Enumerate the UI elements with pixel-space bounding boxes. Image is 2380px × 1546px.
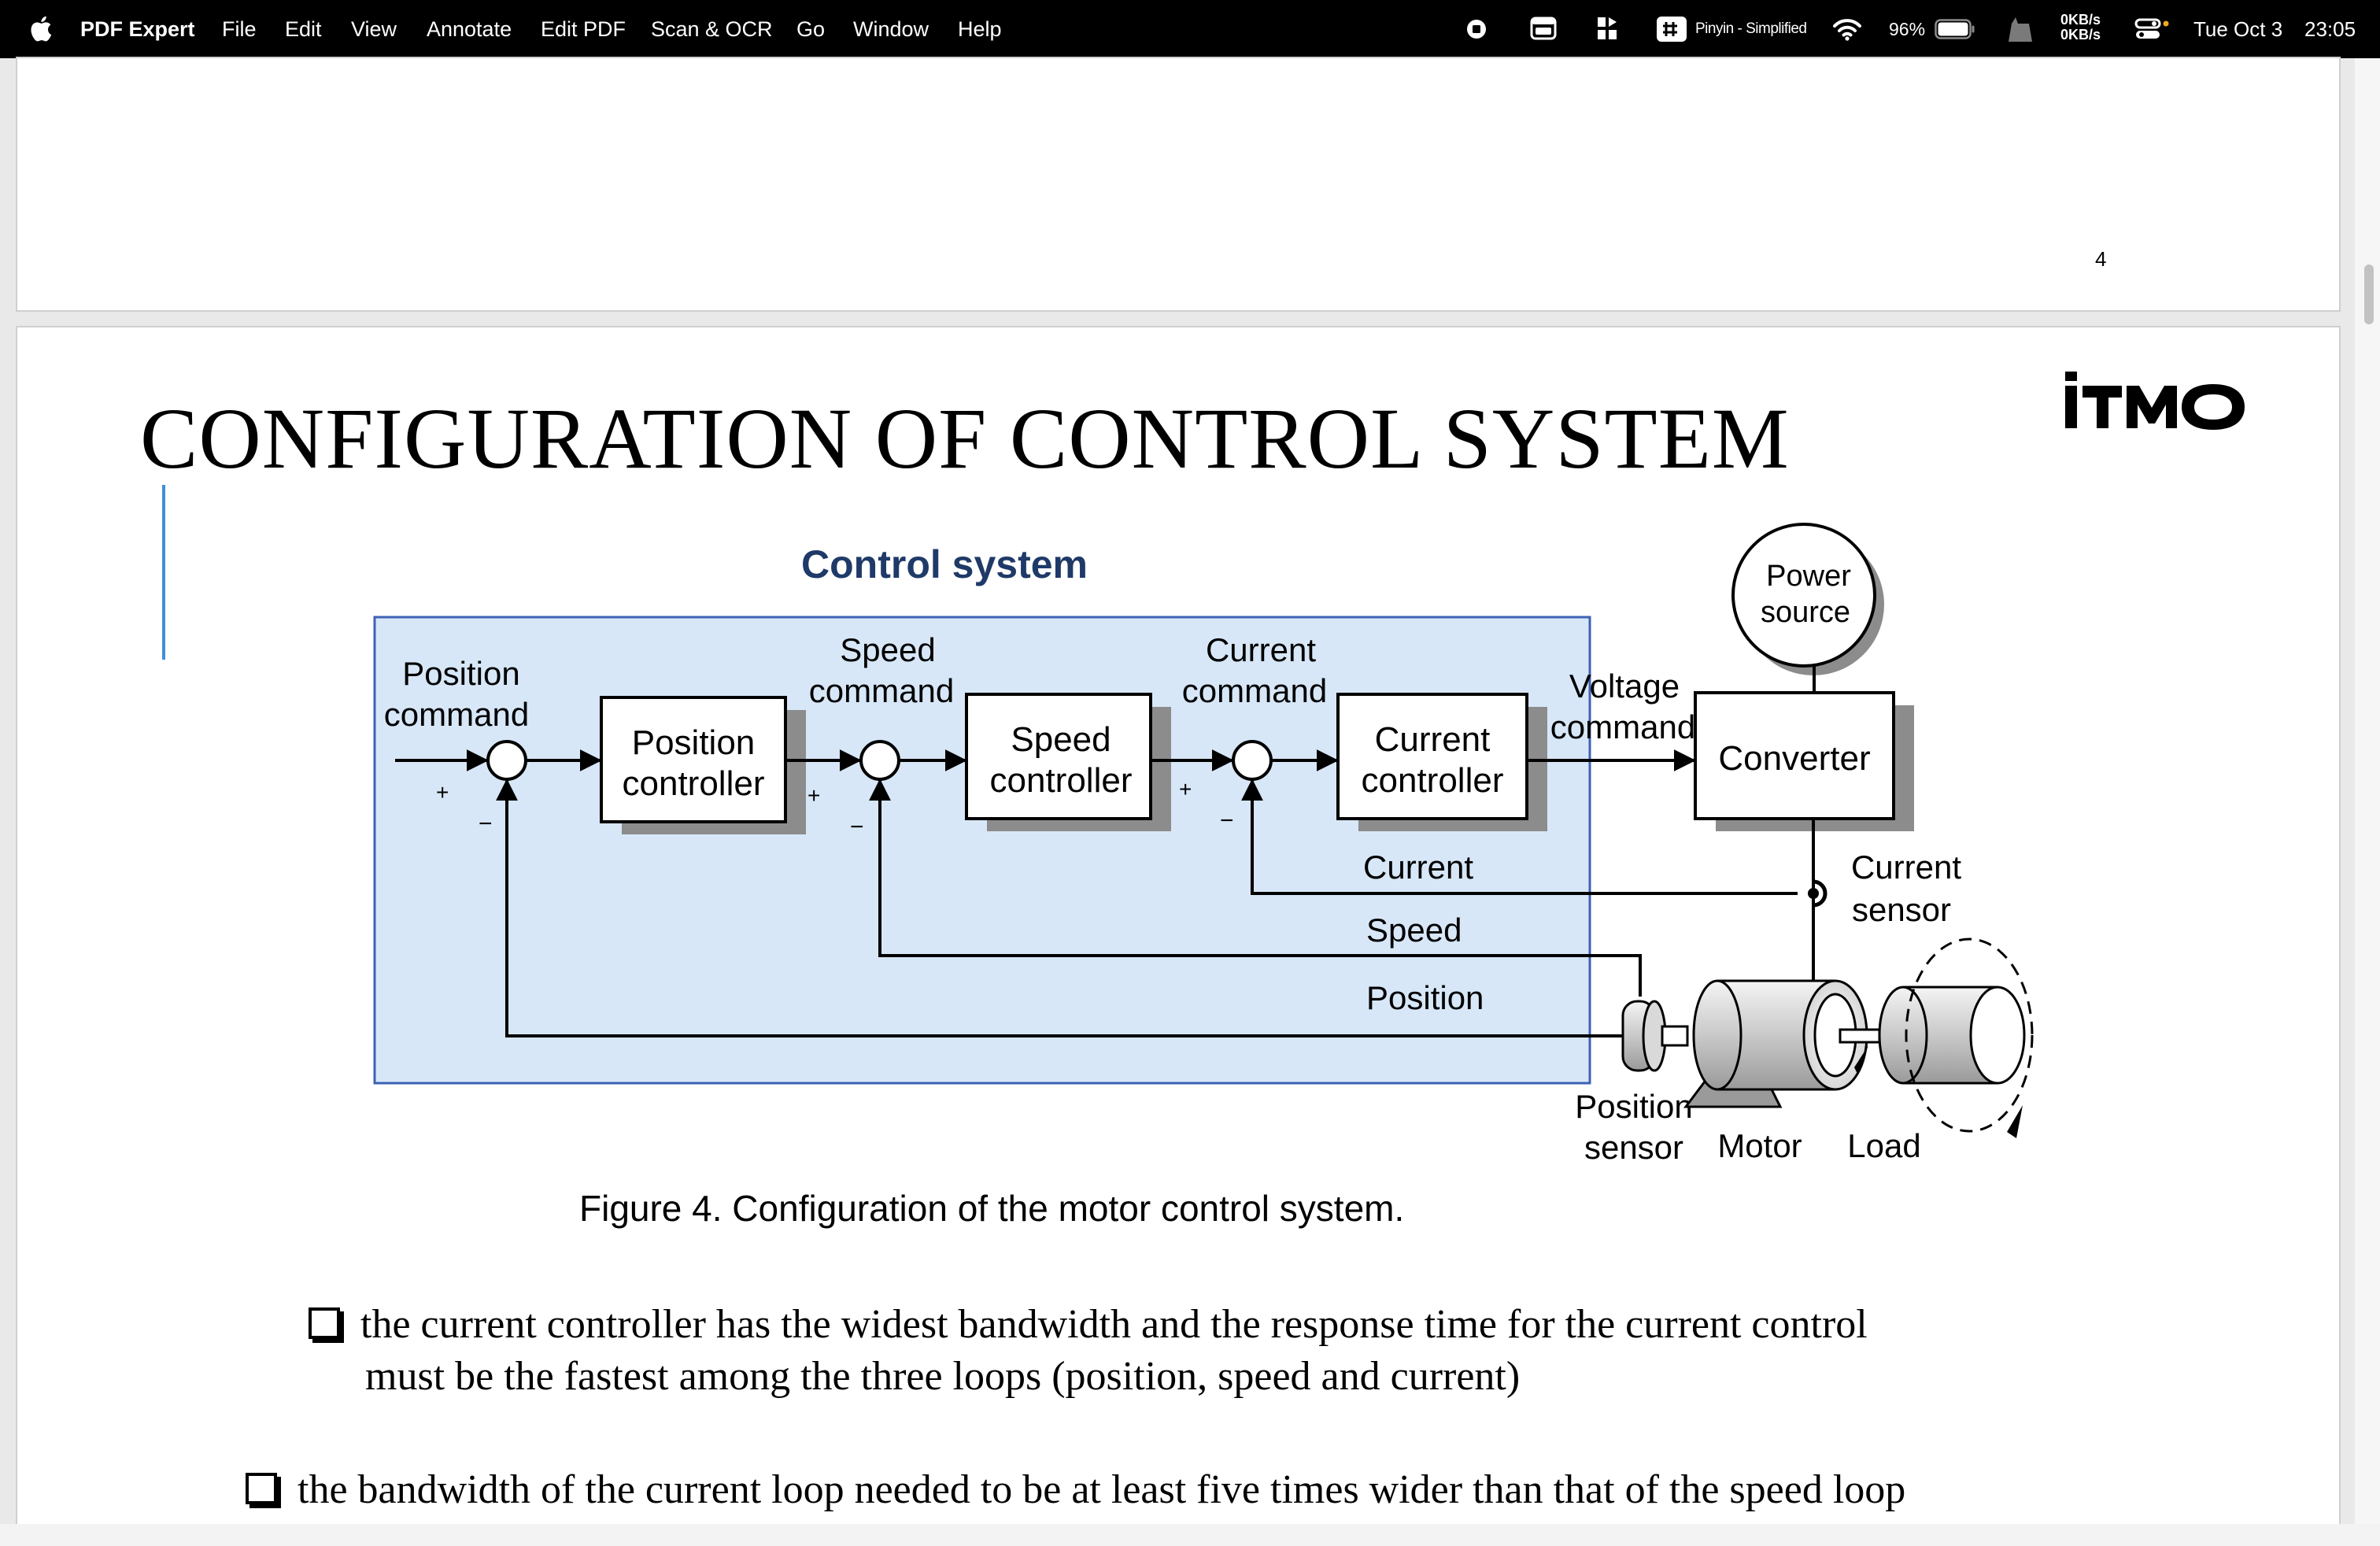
speed-feedback-label: Speed (1366, 912, 1462, 949)
current-controller-label-1: Current (1375, 720, 1491, 759)
position-summing-junction (486, 740, 527, 781)
current-sensor-label-1: Current (1851, 849, 1961, 886)
menu-help[interactable]: Help (958, 17, 1002, 41)
itmo-logo-mark (2065, 372, 2245, 430)
wifi-icon[interactable] (1832, 17, 1862, 41)
position-controller-label-1: Position (632, 723, 756, 762)
menu-annotate[interactable]: Annotate (427, 17, 512, 41)
menu-scan-ocr[interactable]: Scan & OCR (651, 17, 773, 41)
menu-edit[interactable]: Edit (285, 17, 322, 41)
bottom-edge (0, 1524, 2380, 1546)
menu-window[interactable]: Window (853, 17, 929, 41)
bullet-box-icon (246, 1473, 277, 1505)
position-command-label-2: command (384, 696, 529, 733)
bullet-item-2: the bandwidth of the current loop needed… (246, 1464, 1905, 1516)
plus-sign: + (808, 783, 820, 808)
current-controller-block (1336, 693, 1528, 820)
bullet-1-line-2: must be the fastest among the three loop… (365, 1354, 1521, 1399)
minus-sign: − (1220, 808, 1234, 834)
input-method-icon[interactable] (1656, 16, 1687, 43)
menu-file[interactable]: File (222, 17, 257, 41)
app-name-menu[interactable]: PDF Expert (80, 17, 195, 41)
position-sensor (1621, 1000, 1689, 1072)
power-source-label-2: source (1761, 596, 1850, 629)
load-label: Load (1847, 1127, 1920, 1164)
minus-sign: − (850, 814, 864, 840)
current-command-label-2: command (1182, 672, 1327, 709)
previous-page: 4 (17, 58, 2339, 310)
position-command-label-1: Position (402, 655, 519, 692)
position-feedback-label: Position (1366, 979, 1484, 1016)
clock-time[interactable]: 23:05 (2304, 17, 2356, 41)
speed-command-label-2: command (809, 672, 954, 709)
speed-summing-junction (859, 740, 900, 781)
motor (1683, 979, 1881, 1108)
converter-label: Converter (1718, 739, 1870, 778)
load (1878, 938, 2034, 1138)
control-system-diagram: Control system Power source Position con… (373, 523, 2034, 1166)
input-method-label[interactable]: Pinyin - Simplified (1695, 20, 1807, 37)
plus-sign: + (1179, 777, 1192, 801)
speed-command-label-1: Speed (840, 631, 935, 668)
battery-icon[interactable] (1935, 19, 1975, 39)
menu-go[interactable]: Go (796, 17, 826, 41)
position-sensor-label-2: sensor (1584, 1129, 1683, 1166)
window-icon[interactable] (1530, 17, 1557, 40)
page-number: 4 (2095, 247, 2107, 271)
motor-label: Motor (1717, 1127, 1802, 1164)
position-sensor-label-1: Position (1575, 1088, 1692, 1125)
slide-title: CONFIGURATION OF CONTROL SYSTEM (140, 390, 1790, 486)
battery-percent: 96% (1889, 19, 1926, 39)
current-controller-label-2: controller (1362, 761, 1504, 800)
power-source-label-1: Power (1766, 560, 1851, 593)
control-system-label: Control system (801, 542, 1088, 586)
speed-controller-block (965, 693, 1152, 820)
clock-date[interactable]: Tue Oct 3 (2193, 17, 2283, 41)
net-up-speed: 0KB/s (2060, 12, 2101, 28)
bullet-item-1: the current controller has the widest ba… (309, 1299, 1868, 1403)
bullet-2-text: the bandwidth of the current loop needed… (298, 1467, 1906, 1512)
screen-record-icon[interactable] (1465, 18, 1488, 40)
apple-icon[interactable] (30, 16, 52, 42)
current-summing-junction (1232, 740, 1273, 781)
bullet-1-line-1: the current controller has the widest ba… (360, 1302, 1868, 1347)
plus-sign: + (436, 780, 449, 804)
minus-sign: − (479, 811, 493, 837)
speed-controller-label-1: Speed (1011, 720, 1111, 759)
net-down-speed: 0KB/s (2060, 27, 2101, 43)
current-sensor-label-2: sensor (1852, 891, 1951, 928)
current-page: CONFIGURATION OF CONTROL SYSTEM Control … (17, 327, 2339, 1524)
current-command-label-1: Current (1206, 631, 1316, 668)
accent-line (162, 485, 165, 660)
voltage-command-label-2: command (1550, 708, 1695, 745)
position-controller-block (600, 696, 787, 823)
figure-caption: Figure 4. Configuration of the motor con… (579, 1188, 1405, 1229)
current-feedback-label: Current (1363, 849, 1473, 886)
menu-bar: PDF Expert File Edit View Annotate Edit … (0, 0, 2380, 58)
power-source (1731, 523, 1876, 668)
voltage-command-label-1: Voltage (1569, 668, 1680, 705)
itmo-logo (2064, 367, 2265, 452)
menu-view[interactable]: View (351, 17, 397, 41)
speed-controller-label-2: controller (990, 761, 1133, 800)
widgets-icon[interactable] (1595, 15, 1619, 42)
cat-icon[interactable] (2005, 16, 2034, 43)
bullet-box-icon (309, 1307, 340, 1340)
network-speed: 0KB/s 0KB/s (2060, 13, 2101, 43)
position-controller-label-2: controller (623, 764, 765, 803)
control-center-icon[interactable] (2134, 17, 2169, 41)
menu-edit-pdf[interactable]: Edit PDF (541, 17, 626, 41)
scrollbar-thumb[interactable] (2364, 264, 2374, 324)
